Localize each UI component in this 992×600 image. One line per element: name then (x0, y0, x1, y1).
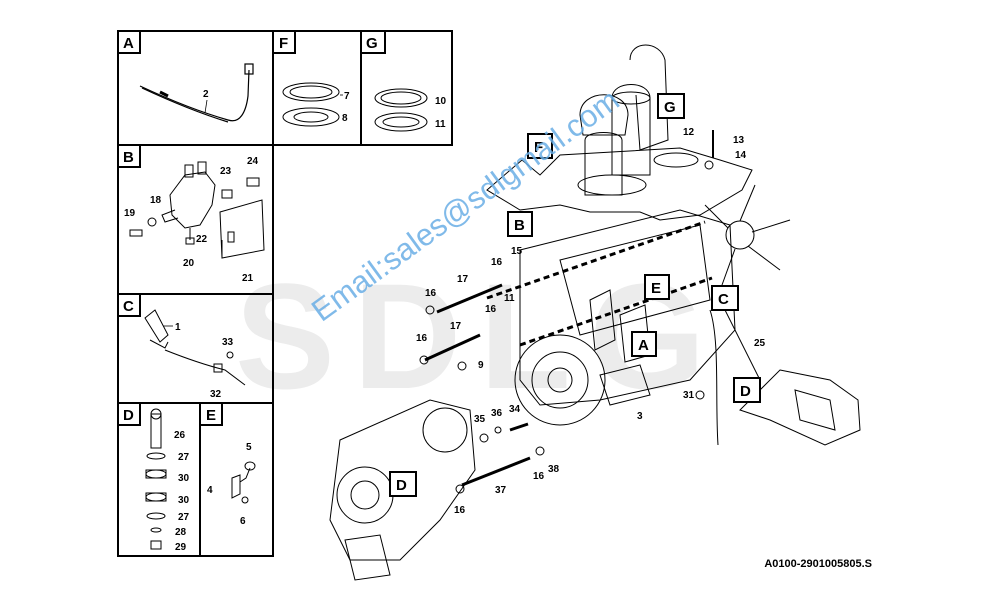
callout-8: 8 (342, 113, 348, 124)
callout-22: 22 (196, 234, 208, 245)
callout-29: 29 (175, 542, 187, 553)
callout-16-f: 16 (454, 505, 466, 516)
callout-12: 12 (683, 127, 695, 138)
main-box-A: A (631, 331, 657, 357)
callout-16-b: 16 (491, 257, 503, 268)
reference-dashed-lines (486, 220, 713, 347)
svg-text:G: G (366, 35, 378, 52)
panel-b-valve-drawing (129, 161, 265, 259)
callout-17-a: 17 (457, 274, 469, 285)
panel-g-rings-drawing (374, 88, 428, 132)
callout-26: 26 (174, 430, 186, 441)
callout-30b: 30 (178, 495, 190, 506)
callout-27: 27 (178, 452, 190, 463)
callout-21: 21 (242, 273, 254, 284)
callout-2: 2 (203, 89, 209, 100)
callout-9: 9 (478, 360, 484, 371)
svg-text:F: F (279, 35, 288, 52)
svg-text:F: F (534, 139, 543, 156)
callout-11: 11 (435, 119, 446, 130)
callout-5: 5 (246, 442, 252, 453)
panel-c-pedal-drawing (144, 309, 246, 386)
svg-text:E: E (651, 280, 661, 297)
callout-1: 1 (175, 322, 181, 333)
callout-7: 7 (344, 91, 350, 102)
panel-letter-C: C (117, 293, 141, 317)
callout-25: 25 (754, 338, 766, 349)
callout-16-a: 16 (425, 288, 437, 299)
panel-e-bracket-drawing (231, 461, 256, 504)
main-box-D-left: D (389, 471, 417, 497)
panel-letter-A: A (117, 30, 141, 54)
callout-32: 32 (210, 389, 222, 400)
callout-33: 33 (222, 337, 234, 348)
svg-text:D: D (396, 477, 407, 494)
callout-16-d: 16 (416, 333, 428, 344)
main-box-E: E (644, 274, 670, 300)
main-box-G: G (657, 93, 685, 119)
svg-text:B: B (514, 217, 525, 234)
svg-text:A: A (638, 337, 649, 354)
callout-36: 36 (491, 408, 503, 419)
callout-20: 20 (183, 258, 195, 269)
callout-15: 15 (511, 246, 523, 257)
callout-28: 28 (175, 527, 187, 538)
svg-text:G: G (664, 99, 676, 116)
callout-24: 24 (247, 156, 259, 167)
callout-13: 13 (733, 135, 745, 146)
panel-f-rings-drawing (282, 82, 340, 127)
panel-letter-B: B (117, 144, 141, 168)
callout-14: 14 (735, 150, 747, 161)
callout-23: 23 (220, 166, 232, 177)
svg-text:C: C (718, 291, 729, 308)
svg-text:C: C (123, 298, 134, 315)
callout-34: 34 (509, 404, 521, 415)
panel-letter-F: F (272, 30, 296, 54)
callout-10: 10 (435, 96, 447, 107)
callout-3: 3 (637, 411, 643, 422)
svg-text:B: B (123, 149, 134, 166)
callout-16-e: 16 (533, 471, 545, 482)
engine-assembly-drawing (329, 44, 861, 581)
panel-d-mount-drawing (145, 408, 167, 550)
callout-18: 18 (150, 195, 162, 206)
callout-16-c: 16 (485, 304, 497, 315)
callout-27b: 27 (178, 512, 190, 523)
callout-38: 38 (548, 464, 560, 475)
main-box-F: F (527, 133, 553, 159)
callout-11-main: 11 (504, 293, 515, 304)
callout-35: 35 (474, 414, 486, 425)
svg-text:E: E (206, 407, 216, 424)
svg-text:D: D (123, 407, 134, 424)
panel-letter-G: G (360, 30, 386, 54)
panel-a-cable-drawing (139, 63, 254, 123)
callout-4: 4 (207, 485, 213, 496)
callout-19: 19 (124, 208, 136, 219)
panel-letter-E: E (199, 402, 223, 426)
callout-30: 30 (178, 473, 190, 484)
brand-watermark: SDLG (235, 252, 724, 420)
callout-31: 31 (683, 390, 695, 401)
panel-letter-D: D (117, 402, 141, 426)
main-box-D-right: D (733, 377, 761, 403)
main-box-C: C (711, 285, 739, 311)
callout-17-b: 17 (450, 321, 462, 332)
svg-text:D: D (740, 383, 751, 400)
callout-6: 6 (240, 516, 246, 527)
svg-text:A: A (123, 35, 134, 52)
figure-reference: A0100-2901005805.S (764, 558, 872, 570)
callout-37: 37 (495, 485, 507, 496)
main-box-B: B (507, 211, 533, 237)
